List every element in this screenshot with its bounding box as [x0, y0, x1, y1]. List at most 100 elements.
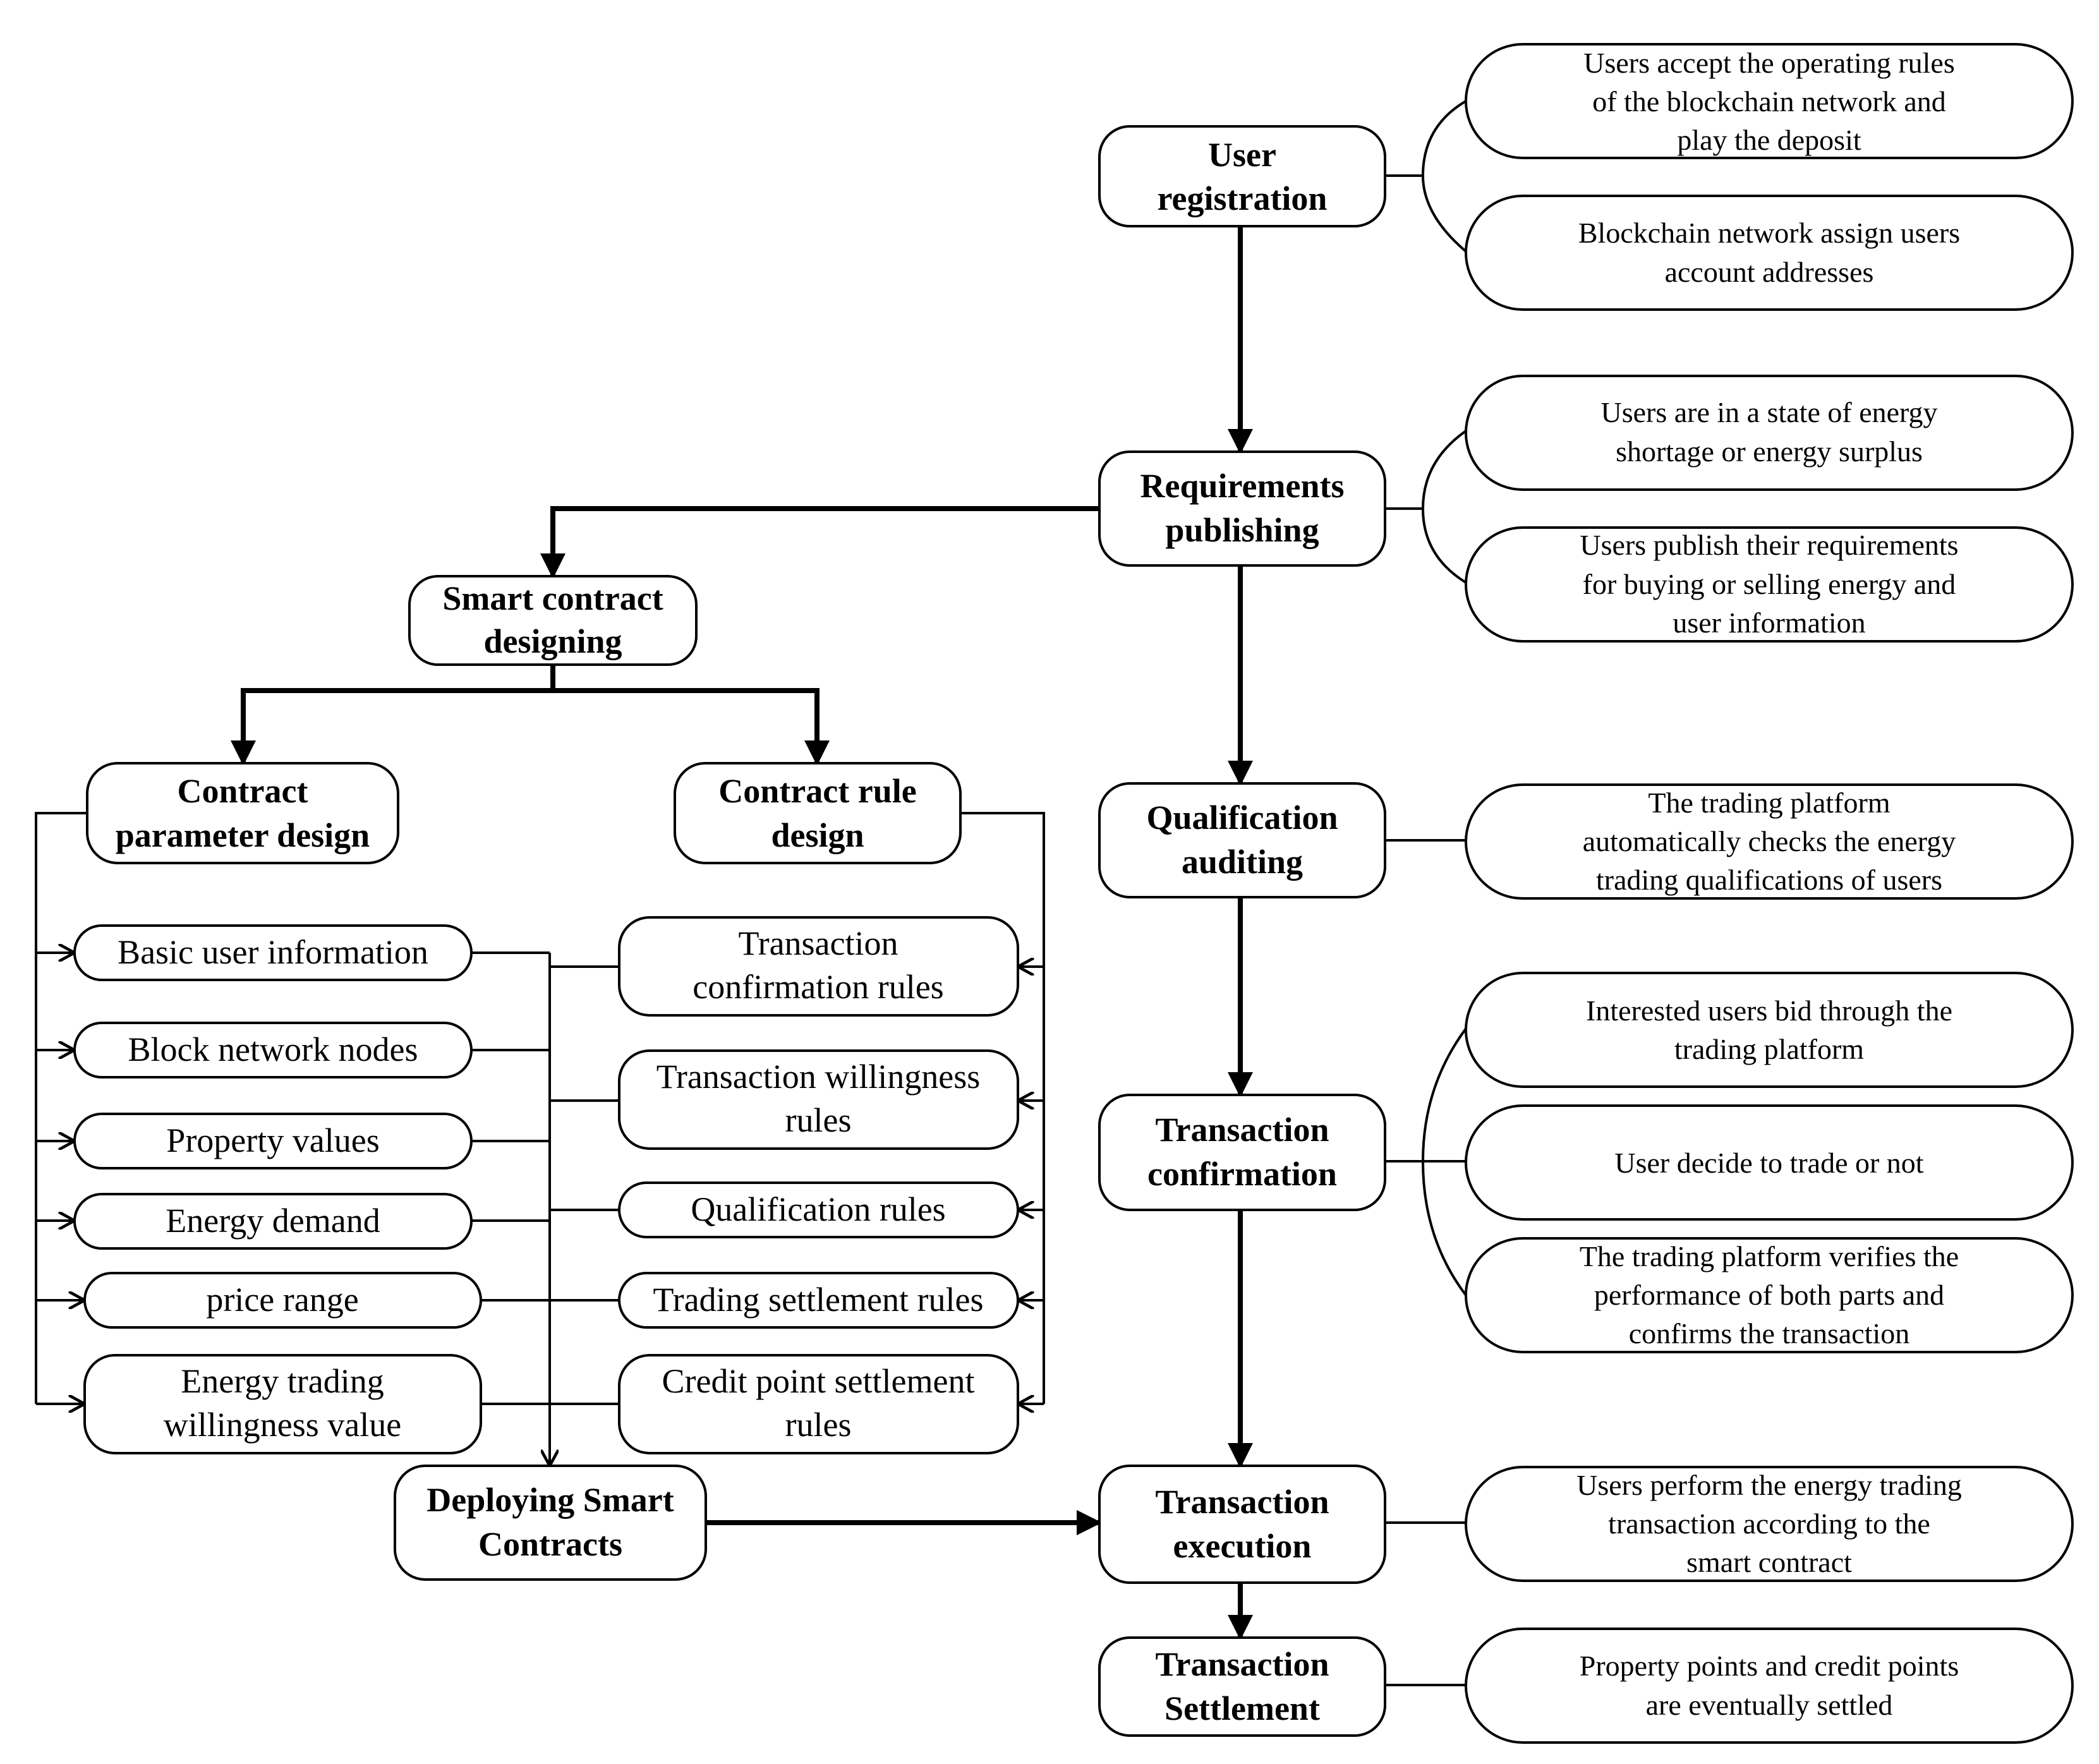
note-publishing-1: Users are in a state of energy shortage …: [1465, 375, 2074, 491]
svg-text:Property values: Property values: [166, 1121, 379, 1159]
svg-text:design: design: [771, 816, 864, 854]
svg-text:Contract rule: Contract rule: [718, 772, 916, 810]
svg-text:Trading settlement rules: Trading settlement rules: [653, 1281, 984, 1319]
parameter-energy-trading-willingness-value: Energy trading willingness value: [83, 1354, 482, 1454]
svg-text:Transaction willingness: Transaction willingness: [656, 1058, 981, 1096]
transaction-confirmation-line-2: confirmation: [1147, 1155, 1337, 1193]
svg-text:Energy demand: Energy demand: [166, 1202, 380, 1240]
svg-text:Basic user information: Basic user information: [118, 933, 428, 971]
svg-text:Interested users bid through t: Interested users bid through the: [1586, 994, 1952, 1027]
svg-text:Blockchain network assign user: Blockchain network assign users: [1578, 217, 1960, 249]
parameter-basic-user-information: Basic user information: [73, 924, 473, 981]
svg-text:The trading platform: The trading platform: [1648, 787, 1890, 819]
svg-text:account addresses: account addresses: [1665, 256, 1874, 288]
svg-text:designing: designing: [483, 622, 622, 660]
requirements-publishing-node: Requirements publishing: [1098, 450, 1386, 567]
arrow-designing-to-rule: [553, 688, 830, 766]
svg-text:price range: price range: [206, 1281, 358, 1319]
rule-trading-settlement: Trading settlement rules: [618, 1272, 1019, 1329]
qualification-auditing-node: Qualification auditing: [1098, 782, 1386, 898]
svg-text:Qualification rules: Qualification rules: [691, 1190, 945, 1228]
note-confirmation-3: The trading platform verifies the perfor…: [1465, 1237, 2074, 1353]
requirements-publishing-line-1: Requirements: [1140, 467, 1345, 505]
note-settlement-1: Property points and credit points are ev…: [1465, 1628, 2074, 1744]
user-registration-line-2: registration: [1158, 179, 1328, 217]
svg-text:trading qualifications of user: trading qualifications of users: [1596, 864, 1942, 896]
transaction-settlement-line-2: Settlement: [1164, 1689, 1320, 1727]
svg-text:confirmation rules: confirmation rules: [693, 968, 943, 1006]
svg-text:automatically checks the energ: automatically checks the energy: [1583, 825, 1956, 857]
contract-rule-design-node: Contract rule design: [674, 762, 962, 864]
note-registration-1: Users accept the operating rules of the …: [1465, 43, 2074, 159]
bracket-confirmation: [1385, 1027, 1467, 1296]
svg-text:The trading platform verifies: The trading platform verifies the: [1580, 1240, 1959, 1272]
svg-text:Users accept the operating rul: Users accept the operating rules: [1583, 47, 1955, 79]
transaction-execution-line-1: Transaction: [1155, 1483, 1329, 1521]
rule-bus: [960, 812, 1045, 1404]
rule-transaction-confirmation: Transaction confirmation rules: [618, 916, 1019, 1017]
note-execution-1: Users perform the energy trading transac…: [1465, 1466, 2074, 1582]
svg-text:rules: rules: [785, 1406, 852, 1444]
parameter-bus: [35, 812, 87, 1404]
requirements-publishing-line-2: publishing: [1165, 511, 1319, 549]
transaction-execution-line-2: execution: [1173, 1527, 1312, 1565]
svg-text:Property points and credit poi: Property points and credit points: [1580, 1650, 1959, 1682]
contract-parameter-design-node: Contract parameter design: [86, 762, 399, 864]
svg-text:transaction according to the: transaction according to the: [1608, 1507, 1930, 1540]
rule-transaction-willingness: Transaction willingness rules: [618, 1049, 1019, 1150]
svg-text:Users publish their requiremen: Users publish their requirements: [1580, 529, 1958, 561]
bracket-registration: [1385, 100, 1467, 253]
svg-text:play the deposit: play the deposit: [1677, 124, 1861, 156]
parameter-property-values: Property values: [73, 1113, 473, 1169]
svg-text:Users are in a state of energy: Users are in a state of energy: [1600, 396, 1937, 428]
note-confirmation-2: User decide to trade or not: [1465, 1104, 2074, 1221]
svg-text:shortage or energy surplus: shortage or energy surplus: [1616, 435, 1923, 468]
svg-text:Smart contract: Smart contract: [442, 579, 663, 617]
svg-text:Users perform the energy tradi: Users perform the energy trading: [1576, 1469, 1962, 1501]
svg-text:performance of both parts and: performance of both parts and: [1594, 1279, 1944, 1311]
svg-text:trading platform: trading platform: [1674, 1033, 1864, 1065]
bracket-publishing: [1385, 430, 1467, 584]
user-registration-line-1: User: [1208, 136, 1276, 174]
transaction-settlement-line-1: Transaction: [1155, 1645, 1329, 1683]
svg-text:Deploying Smart: Deploying Smart: [426, 1481, 674, 1519]
transaction-execution-node: Transaction execution: [1098, 1465, 1386, 1584]
svg-text:parameter design: parameter design: [116, 816, 370, 854]
svg-text:smart contract: smart contract: [1686, 1546, 1852, 1578]
svg-text:of the blockchain network and: of the blockchain network and: [1592, 85, 1945, 118]
svg-text:willingness value: willingness value: [164, 1406, 401, 1444]
user-registration-node: User registration: [1098, 125, 1386, 227]
parameter-block-network-nodes: Block network nodes: [73, 1022, 473, 1078]
note-confirmation-1: Interested users bid through the trading…: [1465, 972, 2074, 1088]
qualification-auditing-line-1: Qualification: [1146, 799, 1338, 837]
svg-text:for buying or selling energy a: for buying or selling energy and: [1583, 568, 1956, 600]
arrow-publishing-to-designing: [540, 506, 1099, 579]
note-auditing-1: The trading platform automatically check…: [1465, 783, 2074, 900]
notes: Users accept the operating rules of the …: [1465, 43, 2074, 1744]
svg-text:Block network nodes: Block network nodes: [128, 1030, 418, 1068]
note-publishing-2: Users publish their requirements for buy…: [1465, 526, 2074, 643]
smart-contract-designing-node: Smart contract designing: [408, 575, 698, 666]
main-flow: User registration Requirements publishin…: [1098, 125, 1386, 1737]
svg-text:Contract: Contract: [178, 772, 308, 810]
svg-text:Contracts: Contracts: [478, 1525, 622, 1563]
transaction-confirmation-line-1: Transaction: [1155, 1111, 1329, 1149]
transaction-settlement-node: Transaction Settlement: [1098, 1636, 1386, 1737]
connectors: [35, 100, 1467, 1686]
arrow-designing-to-parameter: [231, 665, 555, 766]
note-registration-2: Blockchain network assign users account …: [1465, 195, 2074, 311]
svg-text:are eventually settled: are eventually settled: [1646, 1689, 1893, 1721]
rule-credit-point-settlement: Credit point settlement rules: [618, 1354, 1019, 1454]
deploying-smart-contracts-node: Deploying Smart Contracts: [394, 1465, 707, 1581]
svg-text:User decide to trade or not: User decide to trade or not: [1614, 1147, 1923, 1179]
svg-text:confirms the transaction: confirms the transaction: [1629, 1317, 1910, 1350]
transaction-confirmation-node: Transaction confirmation: [1098, 1094, 1386, 1211]
svg-text:Energy trading: Energy trading: [181, 1362, 384, 1400]
smart-contract-section: Smart contract designing Contract parame…: [73, 575, 1019, 1581]
svg-text:Credit point settlement: Credit point settlement: [662, 1362, 975, 1400]
qualification-auditing-line-2: auditing: [1182, 843, 1303, 881]
svg-text:user information: user information: [1673, 607, 1865, 639]
rule-qualification: Qualification rules: [618, 1181, 1019, 1238]
parameter-price-range: price range: [83, 1272, 482, 1329]
